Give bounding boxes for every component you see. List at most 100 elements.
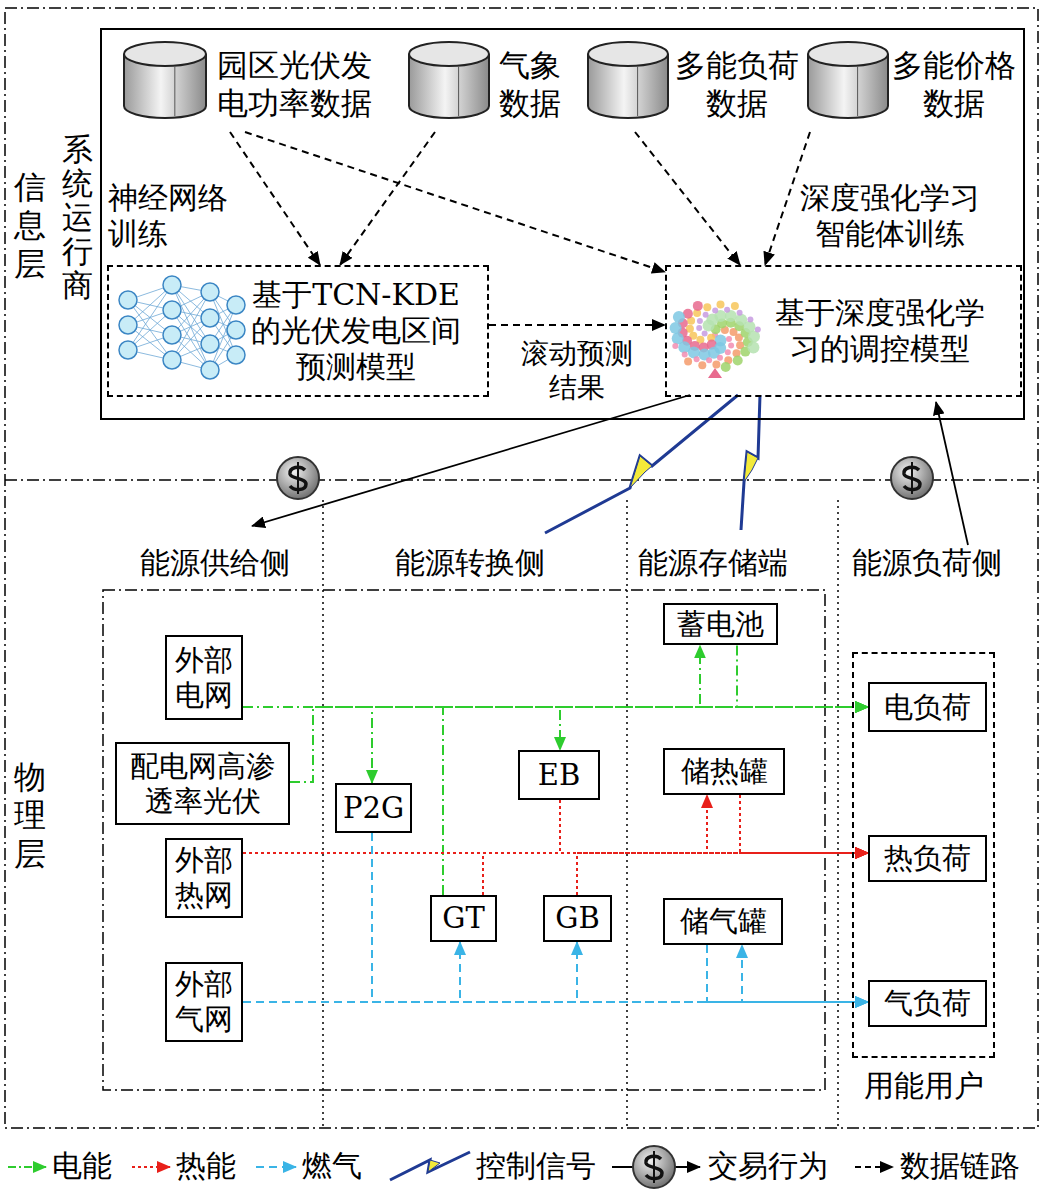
brain-dot bbox=[721, 362, 731, 372]
section-label: 能源存储端 bbox=[638, 545, 788, 581]
section-label: 能源转换侧 bbox=[395, 545, 545, 581]
nn-neuron bbox=[201, 361, 219, 379]
neural-net-icon bbox=[119, 276, 245, 379]
coin-sign-bar bbox=[653, 1151, 655, 1183]
flow-connector bbox=[483, 853, 868, 895]
flow-connector bbox=[560, 800, 868, 853]
source-box: 外部热网 bbox=[165, 838, 243, 918]
brain-dot bbox=[717, 355, 723, 361]
brain-dot bbox=[706, 357, 712, 363]
brain-icon bbox=[670, 301, 761, 378]
flow-connector bbox=[243, 707, 560, 750]
nn-neuron bbox=[163, 276, 181, 294]
flow-connector bbox=[577, 853, 868, 895]
nn-neuron bbox=[201, 335, 219, 353]
cylinder-seam bbox=[637, 66, 638, 116]
brain-dot bbox=[755, 327, 761, 333]
flow-connector bbox=[340, 132, 435, 265]
cylinder-top bbox=[808, 42, 888, 66]
cylinder-top bbox=[124, 42, 206, 66]
brain-dot bbox=[726, 336, 732, 342]
brain-dot bbox=[696, 325, 702, 331]
database-icon bbox=[124, 42, 206, 118]
model-box: 基于深度强化学习的调控模型 bbox=[665, 265, 1022, 397]
flow-connector bbox=[243, 942, 460, 1002]
nn-neuron bbox=[119, 316, 137, 334]
section-label: 能源负荷侧 bbox=[852, 545, 1002, 581]
layer-label: 信息层 bbox=[14, 168, 46, 283]
flow-connector bbox=[243, 795, 707, 853]
brain-dot bbox=[673, 311, 685, 323]
brain-dot bbox=[703, 312, 709, 318]
brain-dot bbox=[733, 356, 743, 366]
node-label: 配电网高渗透率光伏 bbox=[130, 749, 275, 819]
brain-dot bbox=[693, 301, 703, 311]
flow-connector bbox=[243, 945, 742, 1002]
legend-text: 控制信号 bbox=[476, 1148, 596, 1184]
nn-neuron bbox=[119, 291, 137, 309]
trade-coin bbox=[277, 457, 319, 499]
group-heading: 用能用户 bbox=[854, 1068, 993, 1104]
node-label: GT bbox=[442, 901, 485, 936]
brain-dot bbox=[728, 343, 734, 349]
node-label: 气负荷 bbox=[884, 986, 971, 1021]
brain-dot bbox=[737, 310, 743, 316]
nn-neuron bbox=[163, 301, 181, 319]
section-label: 深度强化学习智能体训练 bbox=[800, 180, 980, 252]
node-label: 电负荷 bbox=[884, 690, 971, 725]
cylinder-seam bbox=[458, 66, 459, 116]
legend-text: 燃气 bbox=[302, 1148, 362, 1184]
node-label: 储热罐 bbox=[681, 754, 768, 789]
coin-disc bbox=[633, 1146, 675, 1188]
database-icon bbox=[808, 42, 888, 118]
source-box: 配电网高渗透率光伏 bbox=[115, 742, 290, 825]
brain-dot bbox=[697, 318, 703, 324]
group-heading: 系统运行商 bbox=[62, 132, 93, 302]
layer-label: 物理层 bbox=[14, 758, 46, 873]
node-label: 外部电网 bbox=[175, 643, 233, 713]
flow-connector bbox=[737, 645, 868, 707]
brain-dot bbox=[670, 322, 682, 334]
brain-dot bbox=[702, 331, 708, 337]
node-label: 外部气网 bbox=[175, 967, 233, 1037]
flow-connector bbox=[707, 945, 868, 1002]
cylinder-seam bbox=[174, 66, 175, 116]
flow-connector bbox=[740, 795, 868, 853]
legend-text: 交易行为 bbox=[708, 1148, 828, 1184]
model-box: 基于TCN-KDE的光伏发电区间预测模型 bbox=[107, 265, 489, 397]
coin-sign-bar bbox=[297, 462, 299, 494]
nn-neuron bbox=[163, 326, 181, 344]
node-label: 储气罐 bbox=[680, 904, 767, 939]
node-label: EB bbox=[538, 758, 580, 793]
node-label: 基于深度强化学习的调控模型 bbox=[775, 295, 985, 367]
source-box: 外部气网 bbox=[165, 962, 243, 1042]
node-label: 多能负荷数据 bbox=[675, 47, 799, 121]
node-label: 多能价格数据 bbox=[892, 47, 1016, 121]
node-label: 气象数据 bbox=[499, 47, 561, 121]
nn-neuron bbox=[201, 309, 219, 327]
database-icon bbox=[409, 42, 489, 118]
legend-text: 电能 bbox=[52, 1148, 112, 1184]
brain-dot bbox=[672, 343, 678, 349]
database: 园区光伏发电功率数据 bbox=[122, 37, 394, 132]
database: 多能负荷数据 bbox=[587, 37, 805, 132]
flow-connector bbox=[245, 132, 665, 272]
brain-dot bbox=[747, 317, 753, 323]
edge-label: 滚动预测结果 bbox=[521, 337, 633, 404]
node-label: 热负荷 bbox=[884, 841, 971, 876]
nn-neuron bbox=[227, 321, 245, 339]
brain-dot bbox=[712, 308, 718, 314]
brain-dot bbox=[694, 356, 700, 362]
brain-dot bbox=[717, 301, 725, 309]
nn-neuron bbox=[163, 351, 181, 369]
legend-text: 数据链路 bbox=[900, 1148, 1020, 1184]
section-label: 能源供给侧 bbox=[140, 545, 290, 581]
brain-dot bbox=[725, 349, 731, 355]
storage-box: 蓄电池 bbox=[663, 603, 778, 646]
database: 多能价格数据 bbox=[807, 37, 1027, 132]
brain-dot bbox=[684, 358, 692, 366]
brain-dot bbox=[724, 307, 730, 313]
cylinder-seam bbox=[857, 66, 858, 116]
brain-dot bbox=[682, 351, 688, 357]
nn-neuron bbox=[227, 296, 245, 314]
